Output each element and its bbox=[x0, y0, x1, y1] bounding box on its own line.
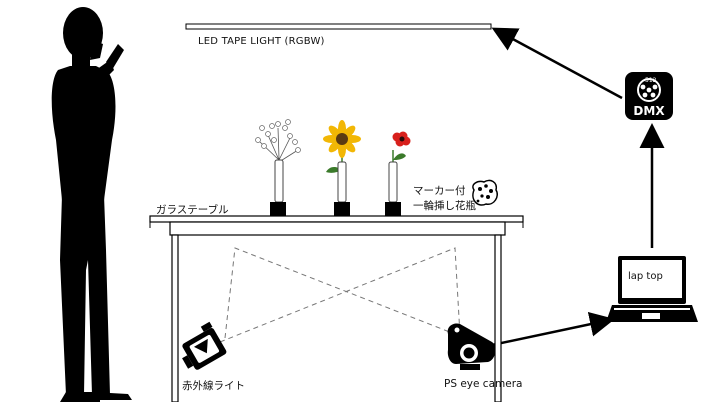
ir-light-icon bbox=[182, 321, 227, 370]
vase-label: マーカー付 一輪挿し花瓶 bbox=[413, 184, 476, 214]
vase-label-line2: 一輪挿し花瓶 bbox=[413, 200, 476, 212]
camera-icon bbox=[447, 323, 496, 370]
led-tape-label: LED TAPE LIGHT (RGBW) bbox=[198, 36, 325, 47]
ir-light-label: 赤外線ライト bbox=[182, 380, 245, 392]
laptop-icon bbox=[606, 256, 698, 322]
glass-table-label: ガラステーブル bbox=[156, 204, 229, 216]
dmx-label: DMX bbox=[633, 104, 665, 118]
flower-vase-icon bbox=[255, 119, 411, 216]
arrow-dmx-to-led bbox=[491, 27, 623, 100]
ir-light-paths bbox=[219, 247, 466, 343]
ps-eye-camera-label: PS eye camera bbox=[444, 378, 523, 390]
marker-icon bbox=[472, 179, 498, 206]
dmx-connector-icon bbox=[625, 72, 673, 120]
laptop-label: lap top bbox=[628, 271, 663, 282]
arrow-camera-to-laptop bbox=[491, 311, 615, 347]
led-bar-icon bbox=[185, 23, 492, 30]
person-silhouette-icon bbox=[51, 7, 132, 402]
glass-table bbox=[149, 215, 524, 402]
vase-label-line1: マーカー付 bbox=[413, 185, 466, 197]
dmx-pin-count: 512 bbox=[645, 77, 657, 84]
